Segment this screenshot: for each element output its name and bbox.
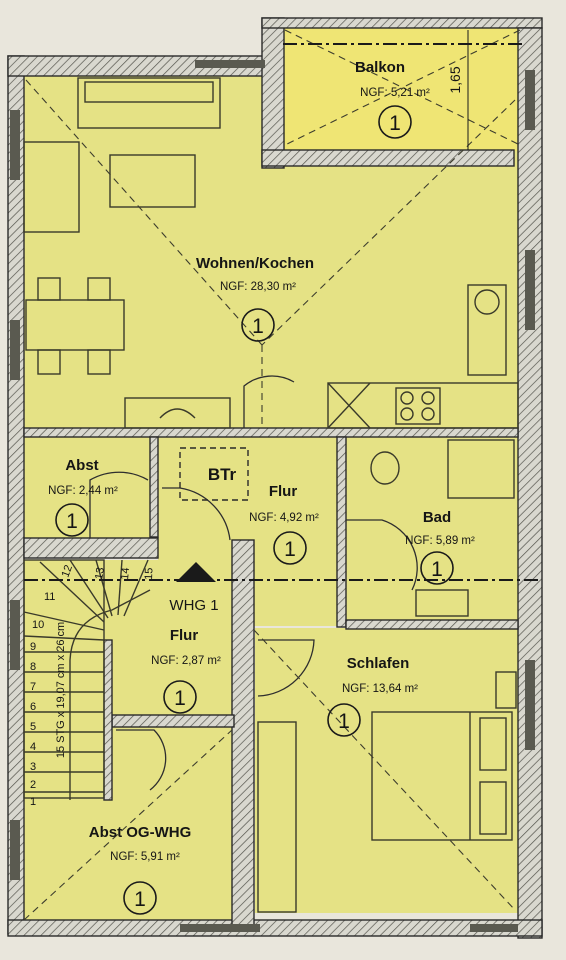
room-name-abstog: Abst OG-WHG <box>89 824 192 841</box>
room-marker-abstog: 1 <box>123 881 157 915</box>
svg-text:1: 1 <box>338 710 350 733</box>
stove <box>395 387 441 425</box>
room-name-wohnen: Wohnen/Kochen <box>196 255 314 272</box>
wall-bad-bottom <box>345 619 519 630</box>
stair-step-9: 9 <box>30 641 36 653</box>
bed <box>371 711 513 841</box>
wall-balcony-top <box>261 17 543 29</box>
svg-text:1: 1 <box>389 112 401 135</box>
room-area-flur2: NGF: 2,87 m² <box>151 655 221 667</box>
wall-balcony-bottom <box>261 149 515 167</box>
furniture <box>23 77 519 913</box>
shower <box>447 439 515 499</box>
room-name-flur1: Flur <box>269 483 297 500</box>
room-marker-wohnen: 1 <box>241 308 275 342</box>
stair-step-4: 4 <box>30 741 36 753</box>
windows <box>10 60 535 932</box>
room-area-schlafen: NGF: 13,64 m² <box>342 683 418 695</box>
wall-abst-bottom <box>23 537 159 559</box>
room-name-abst: Abst <box>65 457 98 474</box>
room-marker-flur1: 1 <box>273 531 307 565</box>
stair-step-11: 11 <box>44 591 55 603</box>
room-name-bad: Bad <box>423 509 451 526</box>
btr-label: BTr <box>208 465 237 484</box>
wall-balcony-left <box>261 17 285 169</box>
stair-label: 15 STG x 19,07 cm x 26 cm <box>55 622 67 758</box>
room-marker-abst: 1 <box>55 503 89 537</box>
btr-box <box>179 447 249 501</box>
abstog-fill <box>22 725 236 925</box>
wall-flur2-bottom <box>111 714 235 728</box>
wall-bottom <box>7 919 543 937</box>
room-marker-balkon: 1 <box>378 105 412 139</box>
room-area-abst: NGF: 2,44 m² <box>48 485 118 497</box>
wardrobe <box>257 721 297 913</box>
sideboard <box>124 397 231 429</box>
stair-step-1: 1 <box>30 796 36 808</box>
toilet <box>370 451 400 485</box>
wall-flur-bad <box>336 436 347 628</box>
stair-step-14: 14 <box>119 567 132 580</box>
section-marker-triangle <box>176 562 216 582</box>
stair-step-8: 8 <box>30 661 36 673</box>
doors <box>89 375 418 791</box>
wall-flur-stair <box>231 539 255 931</box>
room-markers: 1 1 1 1 1 1 1 1 <box>55 105 454 915</box>
room-marker-bad: 1 <box>420 551 454 585</box>
wall-mid-horizontal <box>23 427 519 438</box>
room-area-abstog: NGF: 5,91 m² <box>110 851 180 863</box>
svg-text:1: 1 <box>134 888 146 911</box>
stair-step-13: 13 <box>93 566 107 580</box>
stair-step-15: 15 <box>143 567 155 580</box>
svg-text:1: 1 <box>431 558 443 581</box>
room-marker-schlafen: 1 <box>327 703 361 737</box>
stair-step-10: 10 <box>32 619 44 631</box>
svg-text:1: 1 <box>284 538 296 561</box>
unit-label: WHG 1 <box>169 597 218 614</box>
balkon-fill <box>283 26 523 151</box>
kitchen-counter <box>327 382 519 429</box>
room-area-wohnen: NGF: 28,30 m² <box>220 281 296 293</box>
svg-text:1: 1 <box>252 315 264 338</box>
stair-step-2: 2 <box>30 779 36 791</box>
bad-fill <box>346 436 518 626</box>
stair-step-3: 3 <box>30 761 36 773</box>
svg-text:1: 1 <box>174 687 186 710</box>
abst-fill <box>24 436 150 538</box>
dimension-label: 1,65 <box>447 66 463 93</box>
wall-right-outer <box>517 27 543 939</box>
room-area-balkon: NGF: 5,21 m² <box>360 87 430 99</box>
room-name-flur2: Flur <box>170 627 198 644</box>
nightstand <box>495 671 517 709</box>
washbasin <box>415 589 469 617</box>
flur2-fill <box>112 560 232 715</box>
room-area-bad: NGF: 5,89 m² <box>405 535 475 547</box>
stair-step-6: 6 <box>30 701 36 713</box>
room-name-schlafen: Schlafen <box>347 655 410 672</box>
stair-step-12: 12 <box>60 563 75 579</box>
sofa <box>77 77 221 129</box>
room-name-balkon: Balkon <box>355 59 405 76</box>
stairs <box>23 559 151 800</box>
room-area-flur1: NGF: 4,92 m² <box>249 512 319 524</box>
sofa-back <box>84 81 214 103</box>
room-diagonals <box>23 29 521 921</box>
room-marker-flur2: 1 <box>163 680 197 714</box>
wall-stair-divider <box>103 639 113 801</box>
stair-step-5: 5 <box>30 721 36 733</box>
dining-table <box>25 299 125 351</box>
coffee-table <box>109 154 196 208</box>
walls <box>7 17 543 939</box>
room-labels: Balkon NGF: 5,21 m² Wohnen/Kochen NGF: 2… <box>48 59 475 863</box>
stair-step-numbers: 1 2 3 4 5 6 7 8 9 10 11 12 13 14 15 <box>30 563 155 808</box>
wall-left-outer <box>7 55 25 935</box>
wall-abst-right <box>149 436 159 538</box>
svg-text:1: 1 <box>66 510 78 533</box>
stair-step-7: 7 <box>30 681 36 693</box>
fridge <box>467 284 507 376</box>
armchair <box>23 141 80 233</box>
